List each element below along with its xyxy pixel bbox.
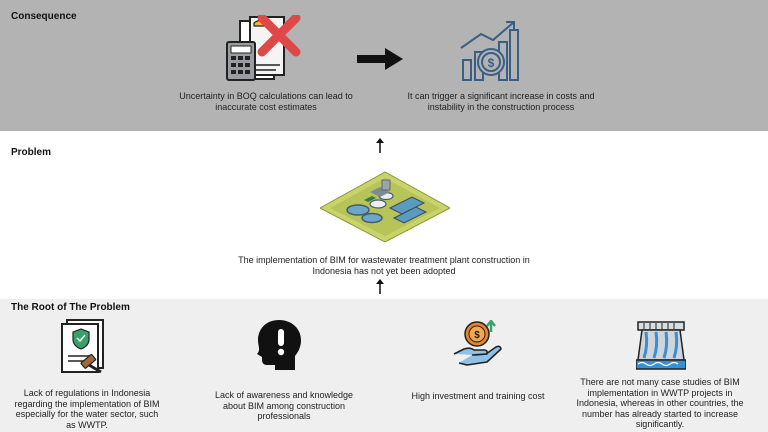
head-exclamation-icon — [255, 318, 301, 370]
consequence-left-text: Uncertainty in BOQ calculations can lead… — [179, 91, 353, 112]
consequence-right-text: It can trigger a significant increase in… — [407, 91, 595, 112]
root-item-text: Lack of awareness and knowledge about BI… — [214, 390, 354, 421]
problem-text: The implementation of BIM for wastewater… — [238, 255, 530, 276]
up-arrow-icon — [376, 279, 384, 294]
root-item-text: High investment and training cost — [411, 391, 545, 401]
dam-icon — [636, 320, 686, 370]
consequence-title: Consequence — [11, 11, 77, 22]
hand-coin-icon: $ — [451, 320, 503, 370]
svg-text:$: $ — [474, 330, 480, 341]
problem-title: Problem — [11, 147, 52, 158]
root-problem-title: The Root of The Problem — [11, 302, 130, 313]
root-item-text: Lack of regulations in Indonesia regardi… — [14, 388, 160, 430]
calculator-document-icon — [224, 15, 304, 85]
root-item-text: There are not many case studies of BIM i… — [576, 377, 744, 429]
regulation-document-icon — [59, 318, 107, 374]
consequence-section — [0, 0, 768, 131]
up-arrow-icon — [376, 138, 384, 153]
cost-increase-chart-icon: $ — [459, 20, 519, 82]
svg-text:$: $ — [488, 56, 495, 70]
right-arrow-icon — [357, 48, 403, 70]
wastewater-treatment-plant-illustration — [320, 170, 450, 242]
